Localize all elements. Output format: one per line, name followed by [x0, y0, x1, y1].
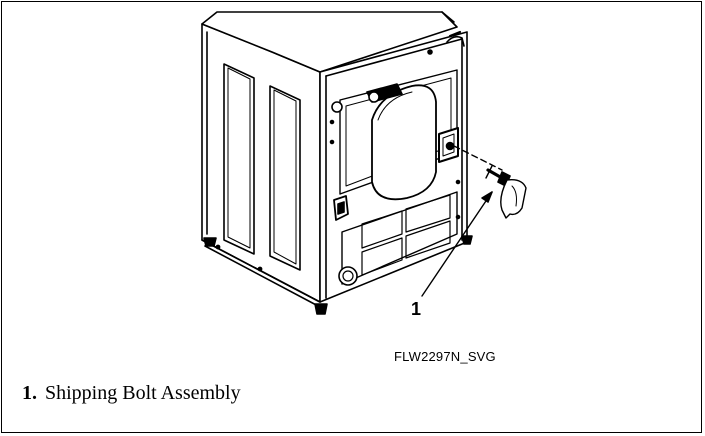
- figure-code: FLW2297N_SVG: [394, 349, 496, 364]
- washer-top: [201, 11, 458, 73]
- washer-feet: [203, 235, 473, 315]
- callout-number: 1: [411, 299, 422, 319]
- shipping-bolt-bracket: [438, 127, 459, 163]
- bolt-spacer: [500, 178, 527, 219]
- callout-leader: [421, 191, 493, 297]
- legend-item-label: Shipping Bolt Assembly: [45, 382, 241, 404]
- legend-item: 1. Shipping Bolt Assembly: [22, 382, 241, 405]
- left-rear-bracket: [333, 195, 349, 221]
- drain-outlet: [338, 266, 358, 286]
- water-inlet-connector: [331, 30, 465, 113]
- legend-item-number: 1.: [22, 382, 37, 404]
- washer-side-panel: [201, 23, 321, 308]
- bolt-removal-path: [453, 145, 503, 171]
